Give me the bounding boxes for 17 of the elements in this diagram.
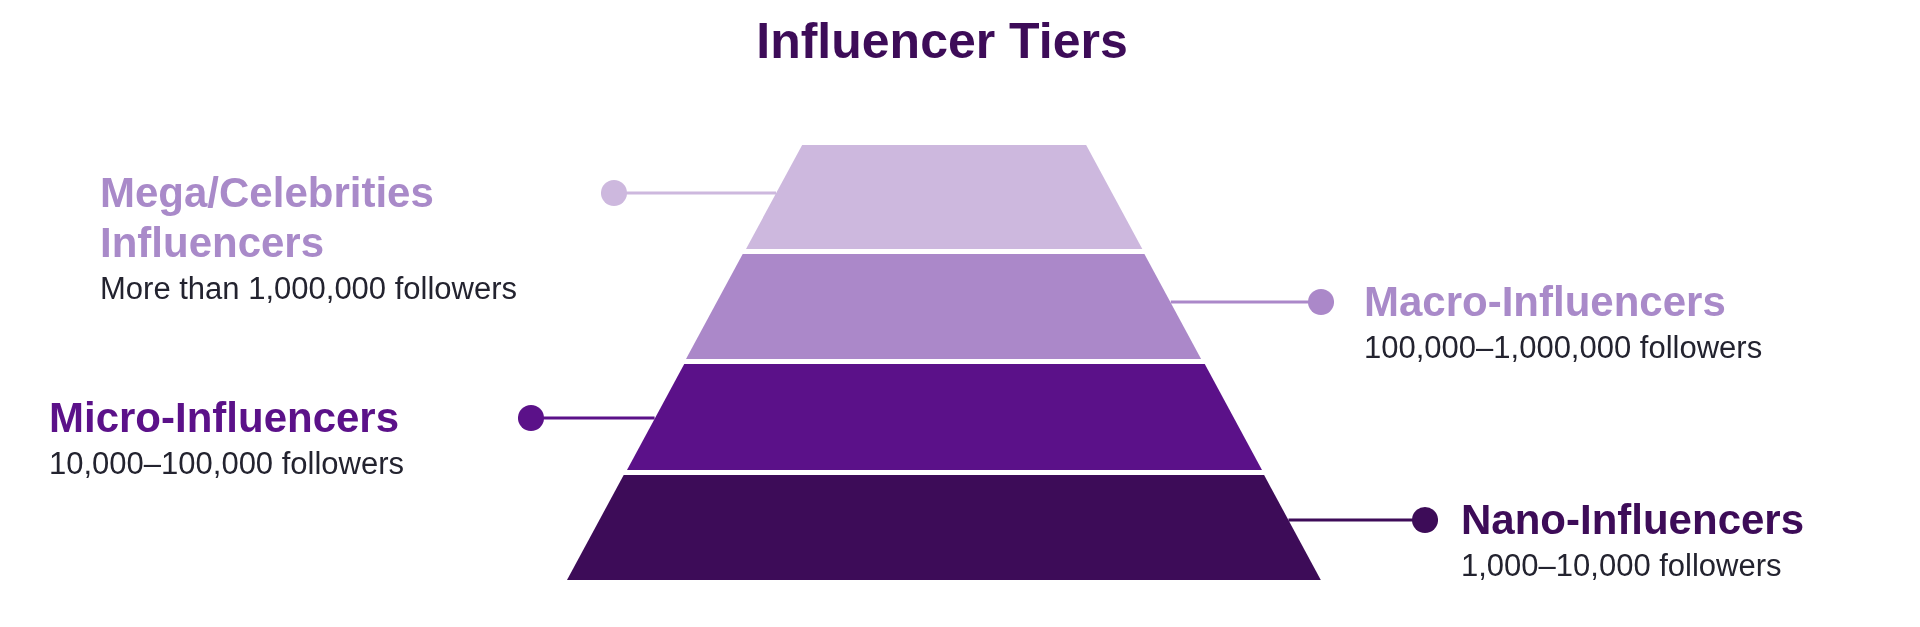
follower-count: 10,000–100,000 followers [49,445,405,483]
pyramid-tier [745,145,1143,249]
leader-line [601,180,777,206]
tier-name: Mega/Celebrities Influencers [100,168,435,268]
diagram-title: Influencer Tiers [756,12,1128,71]
pyramid-tier [626,364,1262,470]
follower-count: 100,000–1,000,000 followers [1364,329,1763,367]
tier-name: Micro-Influencers [49,393,400,443]
follower-count: 1,000–10,000 followers [1461,547,1782,585]
tier-name: Nano-Influencers [1461,495,1805,545]
leader-line [1170,289,1334,315]
tier-name: Macro-Influencers [1364,277,1726,327]
leader-line [518,405,655,431]
leader-line [1288,507,1438,533]
follower-count: More than 1,000,000 followers [100,270,518,308]
pyramid-tier [567,475,1321,580]
pyramid-tier [686,254,1202,359]
